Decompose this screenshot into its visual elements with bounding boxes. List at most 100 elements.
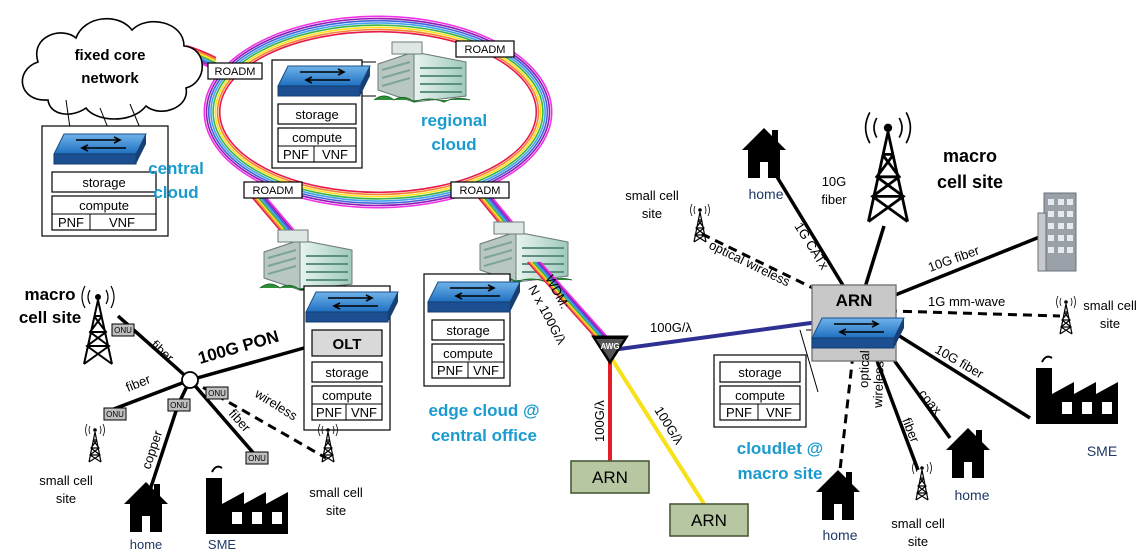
fiber-strand [256,195,292,237]
arn-switch-icon [811,317,905,349]
roadm-label-northeast: ROADM [455,40,515,58]
fiber-strand [262,195,298,237]
fiber-strand [216,28,540,196]
optical-wireless-left-label: optical wireless [707,237,793,289]
optical-wireless-vert-line1: optical [856,350,872,388]
fiber-bundle-edge-left [250,195,300,237]
small-cell-left-line1: small cell [39,473,93,488]
wdm-rainbow-link [527,261,609,339]
cloudlet-label-line1: cloudlet @ [737,439,823,458]
regional-switch-icon [277,65,371,97]
regional-cloud-label-line1: regional [421,111,487,130]
regional-compute: compute [292,130,342,145]
edge-cloud-label-line2: central office [431,426,537,445]
fiber10g-top-line1: 10G [822,174,847,189]
sme-left-icon [205,465,289,535]
onu-sme: ONU [245,451,269,465]
edge-compute: compute [443,346,493,361]
small-cell-bottom-line1: small cell [891,516,945,531]
regional-cloud-label-line2: cloud [431,135,476,154]
small-cell-top-left-line1: small cell [625,188,679,203]
macro-cell-left-line1: macro [24,285,75,304]
svg-text:ROADM: ROADM [460,185,501,197]
central-cloud-label-line2: cloud [153,183,198,202]
roadm-label-southwest: ROADM [243,181,303,199]
regional-vnf: VNF [322,147,348,162]
central-switch-icon [53,133,147,165]
sme-right-icon [1035,355,1119,425]
fiber-label-macro: fiber [148,337,177,366]
edge-building-icon [475,221,573,283]
fiber-strand [203,15,553,209]
svg-text:ONU: ONU [170,401,188,410]
olt-vnf: VNF [351,405,377,420]
cloudlet-pnf: PNF [726,405,752,420]
olt-storage: storage [325,365,368,380]
central-compute: compute [79,198,129,213]
awg-arn-cloudlet-link [611,320,819,352]
edge-storage: storage [446,323,489,338]
fiber-strand [205,17,551,207]
fiber-label-small-cell: fiber [124,371,154,395]
core-label-line2: network [81,70,139,87]
fiber-strand [210,22,546,202]
rate-label-red: 100G/λ [592,400,607,442]
small-cell-center-line2: site [326,503,346,518]
cloudlet-compute: compute [735,388,785,403]
svg-text:ROADM: ROADM [215,66,256,78]
core-label-line1: fixed core [75,47,146,64]
macro-tower-left-icon [81,285,115,365]
macro-cell-right-line2: cell site [937,172,1003,192]
small-cell-right-line2: site [1100,316,1120,331]
fiber-strand [250,195,286,237]
small-cell-bottom-line2: site [908,534,928,549]
cloudlet-storage: storage [738,365,781,380]
fiber-strand [530,261,600,339]
onu-small-cell: ONU [103,407,127,421]
svg-text:ONU: ONU [106,410,124,419]
svg-text:ONU: ONU [248,454,266,463]
regional-cloud-block: storage compute PNF VNF [271,59,371,169]
svg-text:ONU: ONU [208,389,226,398]
cloudlet-block: storage compute PNF VNF [713,354,807,428]
core-connector-lines [65,99,141,129]
small-cell-left-icon [84,423,106,463]
optical-wireless-vert-line2: wireless [870,360,887,409]
fiber-strand [536,261,606,339]
fiber-strand [252,195,288,237]
cloudlet-label-line2: macro site [737,464,822,483]
edge-switch-icon [427,281,521,313]
home-bottom-icon [816,470,860,520]
edge-cloud-block: storage compute PNF VNF [423,273,521,387]
home-top-label: home [748,186,783,202]
arn-remote-2: ARN [669,503,749,537]
fiber-strand [532,261,602,339]
home-left-icon [124,482,168,532]
small-cell-top-left-line2: site [642,206,662,221]
awg-node: AWG [591,335,629,365]
edge-cloud-label-line1: edge cloud @ [428,401,539,420]
olt-block: OLT storage compute PNF VNF [303,285,399,431]
macro-cell-right-line1: macro [943,146,997,166]
cloudlet-vnf: VNF [766,405,792,420]
coax-label: coax [916,386,945,417]
mmwave-label: 1G mm-wave [928,294,1005,309]
arn-cloudlet-label: ARN [836,291,873,310]
olt-pnf: PNF [316,405,342,420]
olt-building-icon [259,229,357,291]
fiber-strand [218,30,538,194]
onu-wireless: ONU [205,386,229,400]
central-cloud-label-line1: central [148,159,204,178]
fiber-label-sme: fiber [226,406,255,435]
fiber-strand [264,195,300,237]
small-cell-right-line1: small cell [1083,298,1137,313]
regional-optical-ring [203,15,553,209]
central-vnf: VNF [109,215,135,230]
onu-macro: ONU [111,323,135,337]
onu-home: ONU [167,398,191,412]
fiber-strand [527,261,597,339]
office-building-icon [1037,192,1077,272]
awg-arn-yellow-link [608,354,706,506]
regional-pnf: PNF [283,147,309,162]
